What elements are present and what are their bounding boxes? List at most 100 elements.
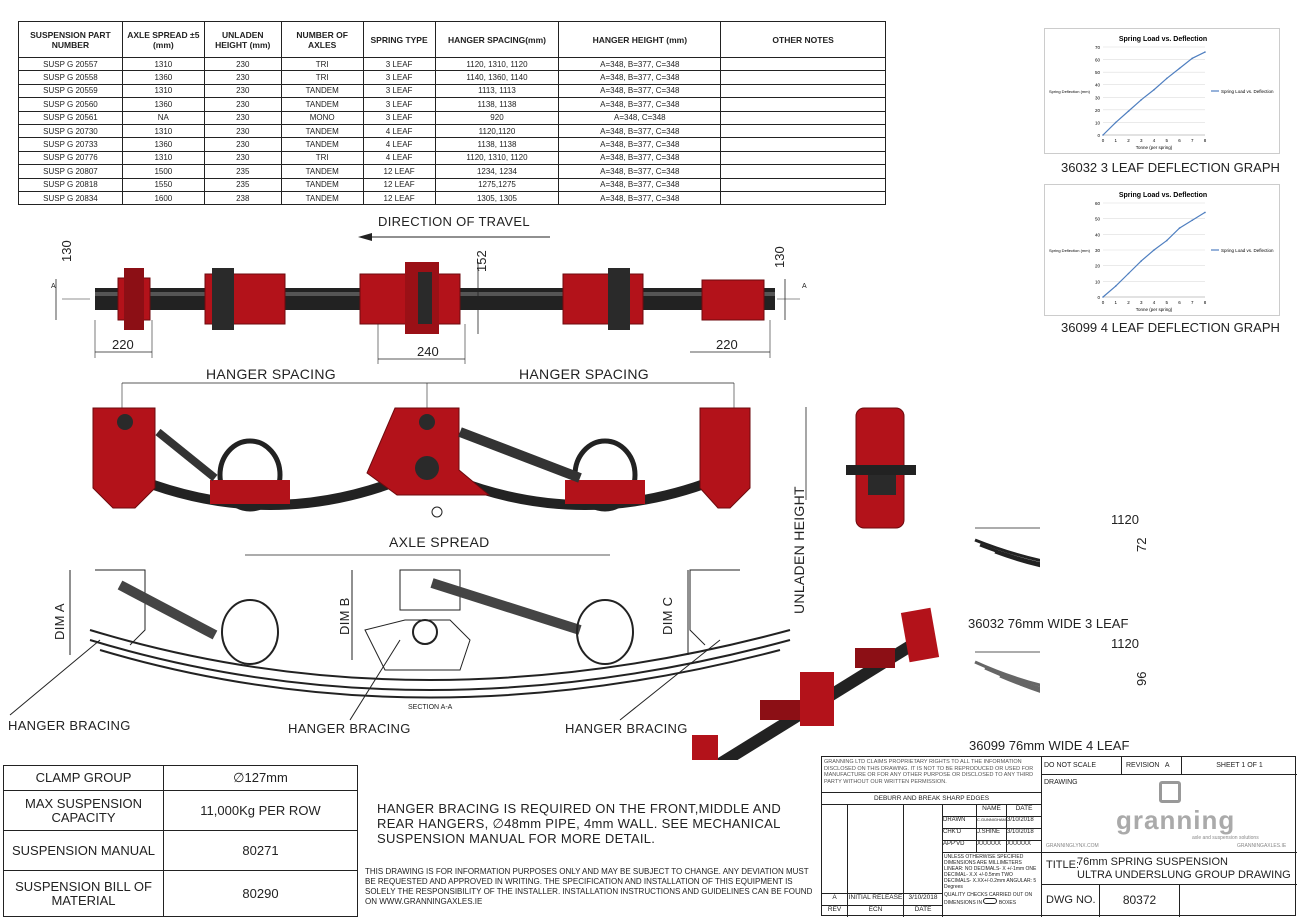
chart-y-tick: 60 (1095, 201, 1101, 206)
chart-legend-label: Spring Load vs. Deflection (1221, 89, 1274, 94)
revision-value: A (1164, 762, 1170, 769)
hanger-spacing-label-1: HANGER SPACING (206, 366, 336, 382)
spec-header-cell: HANGER SPACING(mm) (434, 21, 560, 58)
chart-x-tick: 5 (1165, 300, 1168, 305)
spec-cell: 1120, 1310, 1120 (434, 56, 560, 72)
deburr-note: DEBURR AND BREAK SHARP EDGES (822, 793, 1042, 805)
dim-center-width: 240 (417, 344, 439, 359)
chart-4-leaf-caption: 36099 4 LEAF DEFLECTION GRAPH (1061, 320, 1280, 335)
spec-cell: SUSP G 20834 (18, 190, 123, 206)
spring-4-caption: 36099 76mm WIDE 4 LEAF (969, 738, 1130, 753)
chart-y-tick: 30 (1095, 95, 1101, 100)
chart-point (1153, 88, 1155, 91)
section-view (9, 569, 791, 721)
hanger-bracing-label-2: HANGER BRACING (288, 721, 411, 736)
chart-x-tick: 2 (1127, 300, 1130, 305)
chart-x-tick: 8 (1204, 138, 1207, 143)
approved-label: APP'VD (943, 841, 977, 852)
summary-row: CLAMP GROUP∅127mm (3, 765, 358, 791)
summary-value: 11,000Kg PER ROW (163, 790, 358, 831)
chart-x-tick: 5 (1165, 138, 1168, 143)
granning-logo-icon (1159, 781, 1181, 803)
dim-b-label: DIM B (337, 597, 352, 635)
spec-cell: 3 LEAF (362, 110, 436, 125)
chart-x-tick: 8 (1204, 300, 1207, 305)
drawing-meta-row: DO NOT SCALE DRAWING REVISION A SHEET 1 … (1042, 757, 1297, 786)
chart-y-label: Spring Deflection (mm) (1049, 248, 1091, 253)
dim-c-label: DIM C (660, 596, 675, 635)
isometric-view (692, 607, 940, 760)
chart-point (1140, 99, 1143, 101)
chart-point (1102, 134, 1104, 136)
spec-cell (720, 70, 886, 85)
chart-4-leaf-svg: Spring Load vs. Deflection01020304050600… (1049, 192, 1274, 312)
spring-3-length: 1120 (1111, 512, 1139, 527)
spec-cell: 238 (203, 190, 282, 206)
drawn-label: DRAWN (943, 817, 977, 828)
rev-value: A (822, 894, 848, 905)
chart-y-tick: 50 (1095, 70, 1101, 75)
sheet-label: SHEET 1 OF 1 (1216, 762, 1263, 769)
chart-x-tick: 6 (1178, 138, 1181, 143)
quality-note: QUALITY CHECKS CARRIED OUT ON DIMENSIONS… (943, 891, 1041, 907)
logo-tagline: axle and suspension solutions (1192, 835, 1259, 841)
date-header: DATE (1015, 805, 1033, 812)
spec-cell: 3 LEAF (362, 97, 436, 112)
spec-cell: 3 LEAF (362, 83, 436, 99)
url-right: GRANNINGAXLES.IE (1237, 843, 1287, 849)
spec-cell: 1600 (121, 190, 205, 206)
spec-cell: 3 LEAF (362, 56, 436, 72)
chart-x-tick: 6 (1178, 300, 1181, 305)
dim-left-width: 220 (112, 337, 134, 352)
logo-area: granning axle and suspension solutions G… (1042, 775, 1297, 853)
summary-label: SUSPENSION BILL OF MATERIAL (3, 870, 164, 917)
spec-cell: TANDEM (280, 83, 364, 99)
chart-y-tick: 10 (1095, 120, 1101, 125)
boxes-text: BOXES (998, 900, 1017, 906)
chart-point (1165, 239, 1168, 242)
spec-cell: A=348, C=348 (558, 110, 722, 125)
title-label: TITLE: (1046, 859, 1080, 871)
chart-x-tick: 3 (1140, 300, 1143, 305)
title-line-2: ULTRA UNDERSLUNG GROUP DRAWING (1077, 869, 1291, 881)
checked-label: CHK'D (943, 829, 977, 840)
quality-text: QUALITY CHECKS CARRIED OUT ON DIMENSIONS… (944, 892, 1033, 906)
hanger-bracing-label-1: HANGER BRACING (8, 718, 131, 733)
rev-description: INITIAL RELEASE (848, 894, 904, 905)
drawn-name: C.GUNNIGHAM (977, 817, 1007, 828)
spec-cell: 230 (203, 70, 282, 85)
spec-header-cell: UNLADEN HEIGHT (mm) (203, 21, 282, 58)
revision-grid: A INITIAL RELEASE 3/10/2018 REV ECN DATE (822, 805, 942, 917)
hanger-bracing-note: HANGER BRACING IS REQUIRED ON THE FRONT,… (377, 801, 782, 846)
signoff-area: NAME DATE DRAWN C.GUNNIGHAM 3/10/2018 CH… (942, 805, 1042, 917)
dim-right-width: 220 (716, 337, 738, 352)
chart-point (1204, 211, 1206, 214)
spring-3-caption: 36032 76mm WIDE 3 LEAF (968, 616, 1129, 631)
spec-cell: 230 (203, 97, 282, 112)
drawing-number-label: DWG NO. (1042, 885, 1100, 917)
spec-cell (720, 83, 886, 99)
spec-cell: 920 (434, 110, 560, 125)
chart-x-label: Tonne (per spring) (1136, 307, 1173, 312)
summary-value: ∅127mm (163, 765, 358, 791)
do-not-scale: DO NOT SCALE DRAWING (1042, 757, 1122, 786)
plan-view (55, 262, 800, 364)
spec-cell: TANDEM (280, 190, 364, 206)
unladen-height-label: UNLADEN HEIGHT (791, 486, 807, 614)
chart-y-tick: 70 (1095, 45, 1101, 50)
chart-x-tick: 3 (1140, 138, 1143, 143)
chart-x-tick: 0 (1102, 300, 1105, 305)
granning-logo-text: granning (1116, 805, 1236, 835)
chart-x-tick: 7 (1191, 138, 1194, 143)
dim-right-height: 130 (772, 246, 787, 268)
name-header: NAME (977, 805, 1007, 816)
chart-3-leaf-caption: 36032 3 LEAF DEFLECTION GRAPH (1061, 160, 1280, 175)
axle-spread-label: AXLE SPREAD (389, 534, 490, 550)
checked-date: 3/10/2018 (1007, 829, 1034, 835)
chart-y-tick: 0 (1097, 295, 1100, 300)
